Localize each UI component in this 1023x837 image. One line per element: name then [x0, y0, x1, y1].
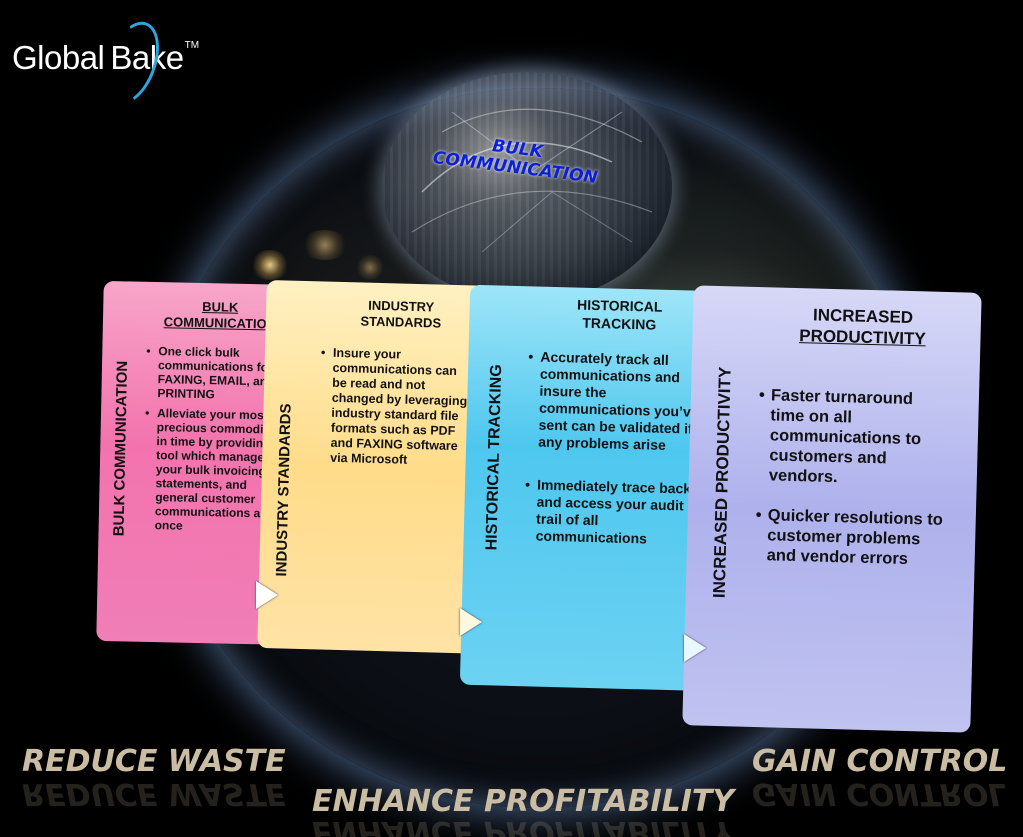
trademark: TM: [184, 40, 200, 51]
card-bullets: Insure your communications can be read a…: [318, 345, 471, 469]
bullet-item: Faster turnaround time on all communicat…: [757, 385, 950, 490]
city-lights: [300, 230, 350, 260]
arrow-right-icon: [256, 581, 278, 609]
card-side-label: BULK COMMUNICATION: [110, 360, 132, 537]
tagline-reflection: ENHANCE PROFITABILITY: [312, 814, 735, 837]
city-lights: [355, 255, 385, 280]
card-increased-productivity: INCREASED PRODUCTIVITY INCREASED PRODUCT…: [682, 285, 982, 733]
card-side-label: INCREASED PRODUCTIVITY: [709, 366, 735, 599]
bullet-item: Quicker resolutions to customer problems…: [755, 505, 947, 570]
card-heading-line: STANDARDS: [360, 313, 442, 331]
city-lights: [250, 250, 290, 280]
globe-icon: [382, 72, 672, 302]
card-side-label: HISTORICAL TRACKING: [483, 364, 506, 551]
card-heading: HISTORICAL TRACKING: [539, 295, 700, 335]
tagline-reflection: REDUCE WASTE: [22, 776, 286, 811]
card-heading: INDUSTRY STANDARDS: [326, 297, 477, 333]
arrow-right-icon: [460, 608, 482, 636]
tagline-reflection: GAIN CONTROL: [752, 776, 1008, 811]
card-bullets: Accurately track all communications and …: [524, 348, 704, 549]
brand-name-left: Global: [12, 39, 105, 76]
card-heading-line: TRACKING: [582, 314, 657, 333]
bullet-item: Accurately track all communications and …: [526, 348, 704, 455]
tagline-enhance-profitability: ENHANCE PROFITABILITY: [312, 784, 735, 819]
bullet-item: Immediately trace back and access your a…: [524, 476, 701, 549]
brand-logo: Global Bake TM: [12, 14, 200, 112]
bullet-item: Insure your communications can be read a…: [318, 345, 471, 469]
brand-name-right: Bake: [110, 39, 184, 76]
tagline-gain-control: GAIN CONTROL: [752, 744, 1008, 779]
card-heading-line: PRODUCTIVITY: [798, 326, 927, 349]
card-side-label: INDUSTRY STANDARDS: [273, 403, 295, 577]
card-heading: INCREASED PRODUCTIVITY: [772, 303, 953, 350]
tagline-reduce-waste: REDUCE WASTE: [22, 744, 286, 779]
globe-network-lines: [411, 108, 653, 253]
card-bullets: Faster turnaround time on all communicat…: [755, 385, 950, 570]
arrow-right-icon: [684, 634, 706, 662]
